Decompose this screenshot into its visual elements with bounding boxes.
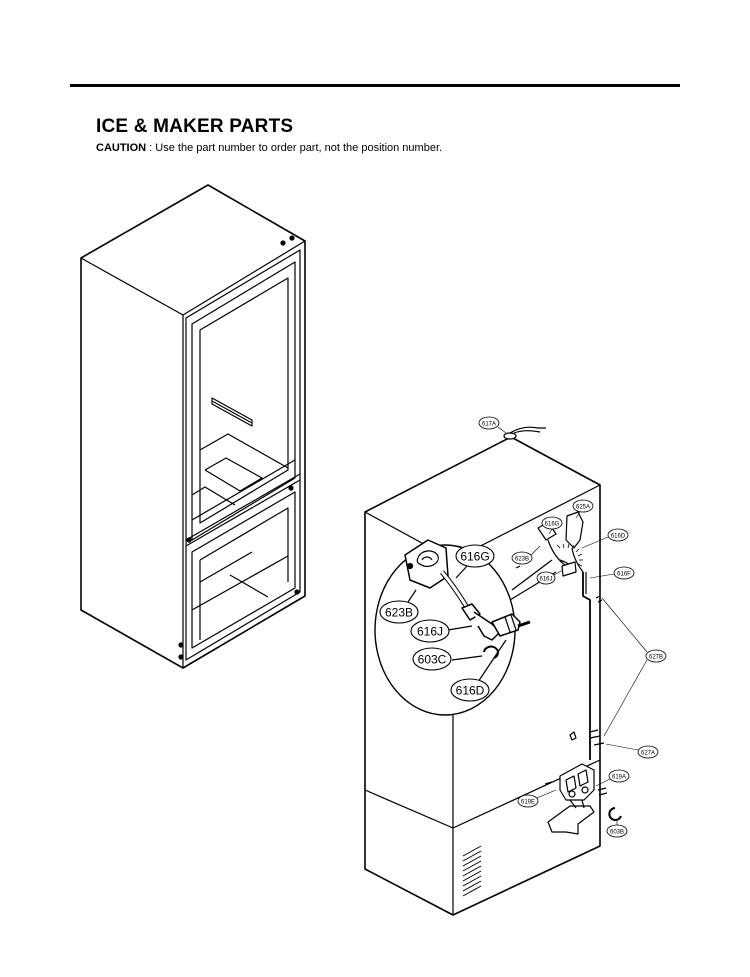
callout-616J-small: 616J <box>539 577 552 583</box>
callout-627B: 627B <box>649 655 663 661</box>
callout-603C-large: 603C <box>418 653 447 667</box>
callout-616G-large: 616G <box>460 550 489 564</box>
callout-616G-small: 616G <box>545 522 560 528</box>
callout-625A: 625A <box>576 505 590 511</box>
callout-603B: 603B <box>610 830 624 836</box>
large-callouts <box>379 544 495 702</box>
callout-619A: 619A <box>612 775 626 781</box>
header-rule <box>70 84 680 87</box>
callout-623B-large: 623B <box>385 606 413 620</box>
caution-text: : Use the part number to order part, not… <box>146 142 443 154</box>
callout-617A: 617A <box>482 422 496 428</box>
callout-616J-large: 616J <box>417 625 443 639</box>
small-callouts <box>478 416 667 838</box>
vent-grille <box>462 845 482 897</box>
caution-note: CAUTION : Use the part number to order p… <box>96 142 442 154</box>
water-valve <box>544 763 608 835</box>
callout-616D-large: 616D <box>456 684 485 698</box>
caution-label: CAUTION <box>96 142 147 154</box>
page-title: ICE & MAKER PARTS <box>96 116 294 137</box>
callout-619E: 619E <box>521 800 535 806</box>
callout-627A: 627A <box>641 751 655 757</box>
callout-623B-small: 623B <box>515 557 529 563</box>
zoom-indicator <box>556 543 583 567</box>
callout-616D-small: 616D <box>611 534 626 540</box>
front-cabinet <box>80 184 306 669</box>
callout-616F: 616F <box>617 572 631 578</box>
